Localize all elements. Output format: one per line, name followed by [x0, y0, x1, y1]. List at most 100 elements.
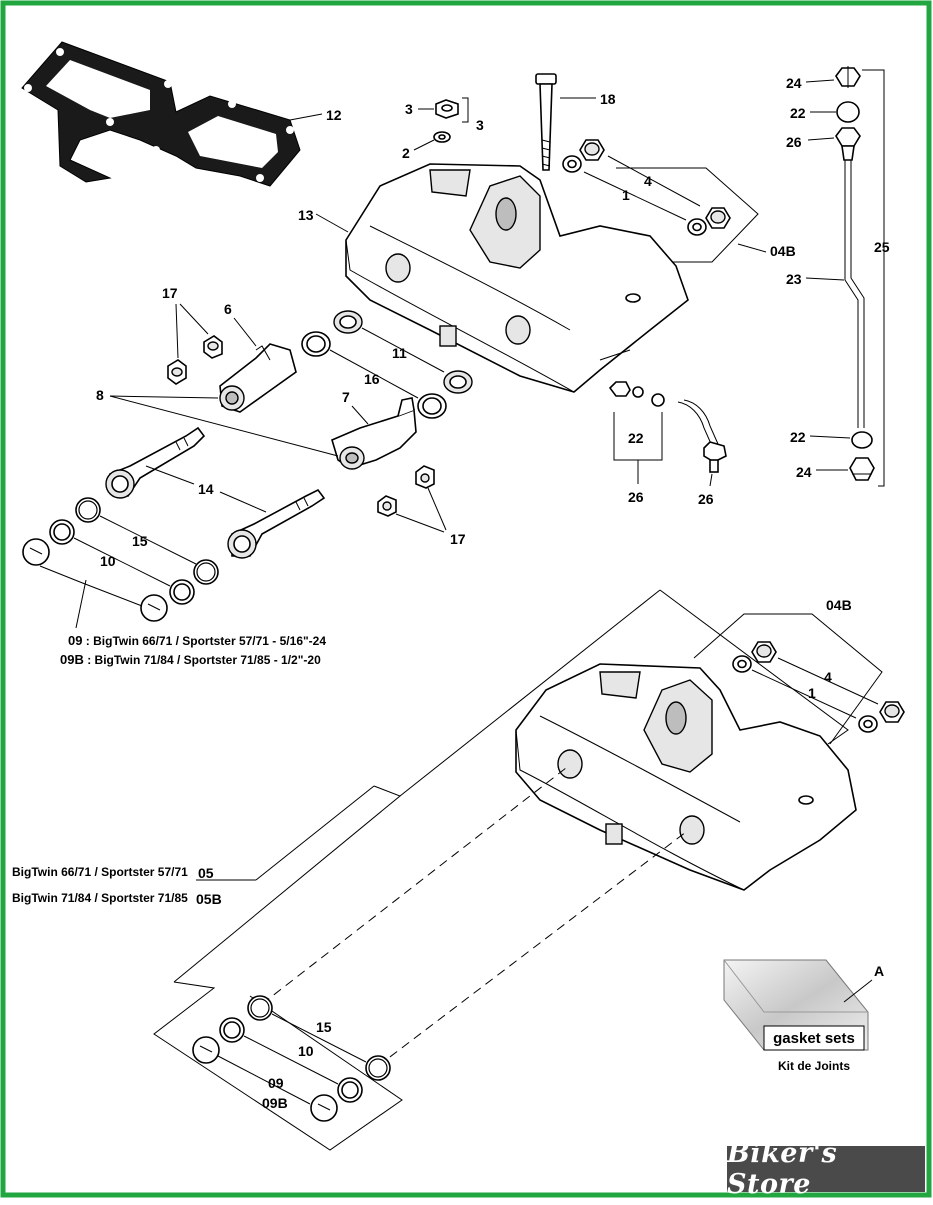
plug-09-b [140, 594, 168, 622]
bolt-18 [535, 73, 557, 171]
callout-05: 05 [198, 865, 214, 881]
oring-15-a [75, 497, 101, 523]
note-05: BigTwin 66/71 / Sportster 57/71 [12, 865, 188, 879]
bushing-17-b [203, 335, 223, 359]
callout-3a: 3 [405, 101, 413, 117]
watermark-text: Biker's Store [727, 1138, 838, 1200]
callout-23: 23 [786, 271, 802, 287]
callout-22c: 22 [628, 430, 644, 446]
rocker-shaft-14-a [105, 426, 206, 499]
callout-15: 15 [132, 533, 148, 549]
nut-3 [435, 99, 459, 119]
rocker-arm-6 [219, 343, 297, 413]
washer-1-bottom-b [858, 715, 878, 733]
callout-22a: 22 [790, 105, 806, 121]
callout-7: 7 [342, 389, 350, 405]
banjo-fitting-26 [677, 399, 727, 473]
washer-10-a [49, 519, 75, 545]
plug-09-c [192, 1036, 220, 1064]
kit-subtitle: Kit de Joints [778, 1059, 850, 1073]
washer-16-a [301, 331, 331, 357]
acorn-nut-4-bottom-b [879, 701, 905, 723]
fitting-26-center [608, 381, 665, 407]
bushing-11-b [443, 370, 473, 394]
washer-16-b [417, 393, 447, 419]
callout-8: 8 [96, 387, 104, 403]
oring-15-c [247, 995, 273, 1021]
washer-1-bottom-a [732, 655, 752, 673]
callout-26c: 26 [698, 491, 714, 507]
callout-04B: 04B [770, 243, 796, 259]
callout-A: A [874, 963, 884, 979]
callout-24a: 24 [786, 75, 802, 91]
callout-09B: 09B [262, 1095, 288, 1111]
callout-17a: 17 [162, 285, 178, 301]
callout-15b: 15 [316, 1019, 332, 1035]
gasket-12 [21, 41, 301, 187]
oil-line-23 [844, 160, 865, 428]
callout-6: 6 [224, 301, 232, 317]
bushing-17-a [167, 359, 187, 385]
callout-04Bb: 04B [826, 597, 852, 613]
callout-22b: 22 [790, 429, 806, 445]
callout-05B: 05B [196, 891, 222, 907]
note-09-text: : BigTwin 66/71 / Sportster 57/71 - 5/16… [82, 634, 326, 648]
note-09B: 09B : BigTwin 71/84 / Sportster 71/85 - … [60, 652, 321, 667]
store-watermark: Biker's Store [727, 1138, 925, 1200]
fitting-26-top [835, 127, 861, 161]
washer-10-d [337, 1077, 363, 1103]
olive-22-top [836, 101, 860, 123]
callout-24b: 24 [796, 464, 812, 480]
washer-10-c [219, 1017, 245, 1043]
oring-15-b [193, 559, 219, 585]
washer-1-top-b [687, 218, 707, 236]
acorn-nut-4-top-b [705, 207, 731, 229]
rocker-housing-05 [515, 663, 857, 891]
plug-09-d [310, 1094, 338, 1122]
washer-10-b [169, 579, 195, 605]
callout-16: 16 [364, 371, 380, 387]
washer-2 [433, 131, 451, 143]
callout-18: 18 [600, 91, 616, 107]
bushing-17-c [377, 495, 397, 517]
gasket-kit-box: gasket sets [723, 959, 869, 1051]
fitting-24-bottom [849, 457, 875, 481]
note-09: 09 : BigTwin 66/71 / Sportster 57/71 - 5… [68, 633, 326, 648]
note-09B-code: 09B [60, 652, 84, 667]
callout-26b: 26 [628, 489, 644, 505]
callout-25: 25 [874, 239, 890, 255]
rocker-arm-7 [331, 397, 417, 470]
callout-3b: 3 [476, 117, 484, 133]
plug-09-a [22, 538, 50, 566]
callout-4: 4 [644, 173, 652, 189]
acorn-nut-4-bottom-a [751, 641, 777, 663]
note-09-code: 09 [68, 633, 82, 648]
callout-10b: 10 [298, 1043, 314, 1059]
olive-22-bottom [851, 431, 873, 449]
bushing-17-d [415, 465, 435, 489]
callout-17b: 17 [450, 531, 466, 547]
rocker-shaft-14-b [227, 488, 326, 559]
callout-09: 09 [268, 1075, 284, 1091]
callout-2: 2 [402, 145, 410, 161]
washer-1-top-a [562, 155, 582, 173]
callout-1b: 1 [808, 685, 816, 701]
callout-4b: 4 [824, 669, 832, 685]
callout-1: 1 [622, 187, 630, 203]
callout-14: 14 [198, 481, 214, 497]
callout-26a: 26 [786, 134, 802, 150]
note-09B-text: : BigTwin 71/84 / Sportster 71/85 - 1/2"… [84, 653, 321, 667]
callout-11: 11 [392, 345, 407, 361]
acorn-nut-4-top-a [579, 139, 605, 161]
kit-title: gasket sets [773, 1030, 855, 1047]
callout-10: 10 [100, 553, 116, 569]
fitting-24-top [835, 66, 861, 88]
note-05B: BigTwin 71/84 / Sportster 71/85 [12, 891, 188, 905]
callout-12: 12 [326, 107, 342, 123]
callout-13: 13 [298, 207, 314, 223]
bushing-11-a [333, 310, 363, 334]
oring-15-d [365, 1055, 391, 1081]
